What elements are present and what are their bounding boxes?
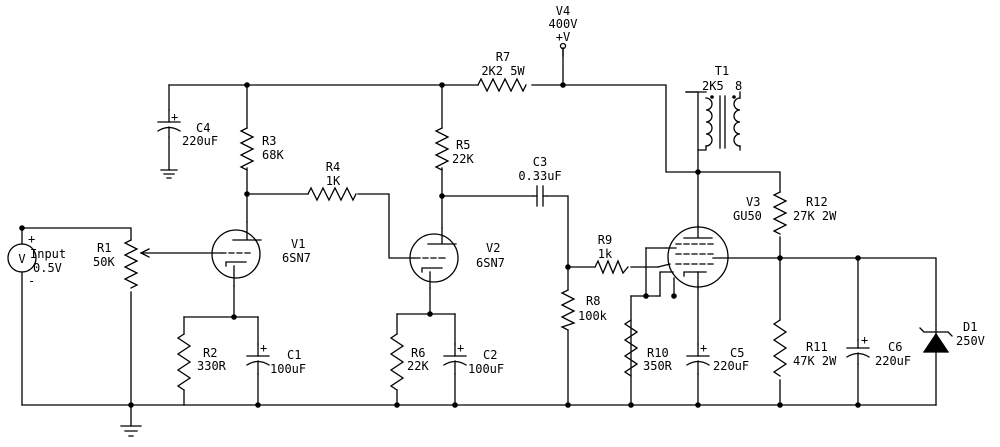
v2-name: V2: [486, 241, 500, 255]
c5-name: C5: [730, 346, 744, 360]
input-value: 0.5V: [33, 261, 62, 275]
r7-value: 2K2 5W: [481, 64, 525, 78]
c6-name: C6: [888, 340, 902, 354]
c6-plus: +: [861, 333, 868, 347]
v4-supply-arrow: [559, 42, 567, 57]
c1-value: 100uF: [270, 362, 306, 376]
r3-value: 68K: [262, 148, 284, 162]
d1-value: 250V: [956, 334, 985, 348]
junction-dots: [19, 82, 861, 408]
c4-plus: +: [171, 110, 178, 124]
c3-name: C3: [533, 155, 547, 169]
r10-name: R10: [647, 346, 669, 360]
r3-name: R3: [262, 134, 276, 148]
r1-name: R1: [97, 241, 111, 255]
d1-name: D1: [963, 320, 977, 334]
r12-value: 27K 2W: [793, 209, 837, 223]
r6-name: R6: [411, 346, 425, 360]
r1-value: 50K: [93, 255, 115, 269]
r9-value: 1k: [598, 247, 613, 261]
r11-resistor: [772, 319, 788, 377]
c5-value: 220uF: [713, 359, 749, 373]
r1-potentiometer: [123, 239, 150, 289]
r2-name: R2: [203, 346, 217, 360]
v3-type: GU50: [733, 209, 762, 223]
r2-value: 330R: [197, 359, 227, 373]
r11-value: 47K 2W: [793, 354, 837, 368]
c4-name: C4: [196, 121, 210, 135]
v2-type: 6SN7: [476, 256, 505, 270]
r8-name: R8: [586, 294, 600, 308]
c5-plus: +: [700, 341, 707, 355]
input-plus: +: [28, 232, 35, 246]
c6-capacitor: [846, 339, 870, 365]
v2-triode: [409, 227, 459, 289]
c2-plus: +: [457, 341, 464, 355]
r10-resistor: [623, 319, 639, 377]
input-minus: -: [28, 274, 35, 288]
c4-value: 220uF: [182, 134, 218, 148]
t1-transformer: [685, 91, 741, 151]
c3-value: 0.33uF: [518, 169, 561, 183]
c2-capacitor: [443, 343, 467, 375]
d1-zener-diode: [919, 324, 953, 353]
r6-value: 22K: [407, 359, 429, 373]
r8-resistor: [560, 289, 576, 331]
r6-resistor: [389, 333, 405, 391]
v4-name: V4: [556, 4, 570, 18]
c4-capacitor: [157, 109, 181, 138]
t1-name: T1: [715, 64, 729, 78]
c3-capacitor: [532, 185, 548, 207]
r12-resistor: [772, 191, 788, 235]
v3-pentode: [657, 225, 729, 289]
r7-resistor: [477, 77, 527, 93]
r2-resistor: [176, 333, 192, 391]
r12-name: R12: [806, 195, 828, 209]
t1-primary: 2K5: [702, 79, 724, 93]
ground-symbol-c4: [160, 169, 178, 179]
r5-value: 22K: [452, 152, 474, 166]
c1-capacitor: [246, 343, 270, 375]
r4-name: R4: [326, 160, 340, 174]
v4-plus: +V: [556, 30, 570, 44]
v1-triode: [211, 221, 262, 287]
r9-resistor: [594, 259, 629, 275]
r10-value: 350R: [643, 359, 673, 373]
v3-name: V3: [746, 195, 760, 209]
t1-secondary: 8: [735, 79, 742, 93]
c5-capacitor: [686, 343, 710, 375]
v4-value: 400V: [549, 17, 578, 31]
c2-name: C2: [483, 348, 497, 362]
r11-name: R11: [806, 340, 828, 354]
r5-resistor: [434, 127, 450, 171]
r4-value: 1K: [326, 174, 341, 188]
ground-symbol-main: [120, 425, 142, 437]
input-name: Input: [30, 247, 66, 261]
input-source-symbol: V: [18, 252, 25, 266]
r7-name: R7: [496, 50, 510, 64]
r5-name: R5: [456, 138, 470, 152]
component-labels: V4 400V +V R7 2K2 5W T1 2K5 8 C4 220uF +…: [28, 4, 985, 376]
input-voltage-source: V: [7, 243, 37, 273]
c1-name: C1: [287, 348, 301, 362]
r4-resistor: [307, 186, 357, 202]
v1-type: 6SN7: [282, 251, 311, 265]
c1-plus: +: [260, 341, 267, 355]
c2-value: 100uF: [468, 362, 504, 376]
v1-name: V1: [291, 237, 305, 251]
r9-name: R9: [598, 233, 612, 247]
r8-value: 100k: [578, 309, 608, 323]
r3-resistor: [239, 127, 255, 171]
c6-value: 220uF: [875, 354, 911, 368]
